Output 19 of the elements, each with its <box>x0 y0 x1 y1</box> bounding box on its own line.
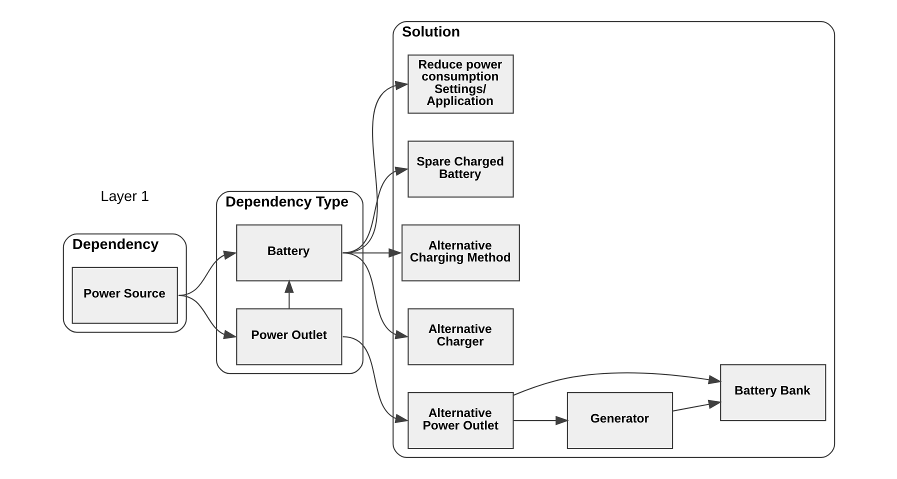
label: Layer 1 <box>100 188 149 205</box>
node-box: Generator <box>566 392 673 450</box>
node-box: Battery <box>236 224 342 282</box>
node-box: Spare Charged Battery <box>407 140 514 198</box>
node-box: Reduce power consumption Settings/ Application <box>407 54 514 114</box>
node-box: Alternative Power Outlet <box>407 392 514 450</box>
arrow <box>672 400 722 412</box>
node-box: Power Source <box>71 266 178 324</box>
arrow <box>512 372 722 396</box>
arrow <box>342 336 408 424</box>
node-box: Alternative Charger <box>407 308 514 366</box>
node-box: Power Outlet <box>236 308 342 366</box>
arrow <box>512 416 569 426</box>
arrow <box>284 279 294 309</box>
arrow <box>178 250 237 296</box>
arrow <box>342 80 408 254</box>
node-box: Alternative Charging Method <box>401 224 520 282</box>
arrow <box>342 166 408 254</box>
node-box: Battery Bank <box>720 364 826 422</box>
